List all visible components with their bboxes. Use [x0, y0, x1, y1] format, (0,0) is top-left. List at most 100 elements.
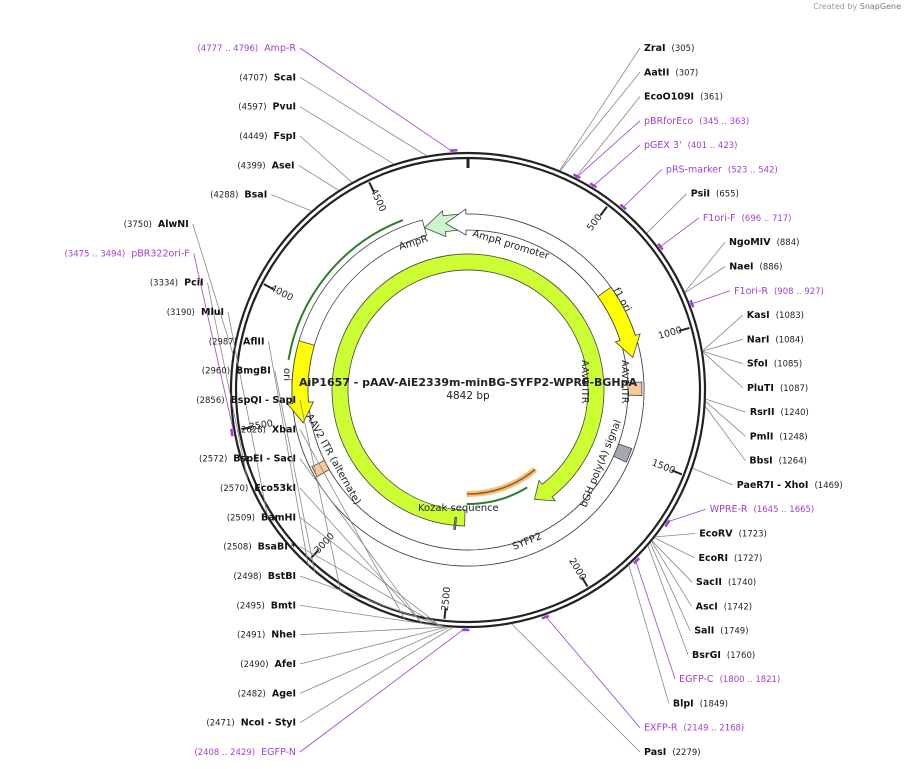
- site-exfp-r: EXFP-R(2149 .. 2168): [644, 723, 744, 734]
- tick-2000: [580, 576, 589, 588]
- leader-scai: [299, 76, 427, 156]
- tick-label-4000: 4000: [268, 283, 295, 304]
- leader-prs-marker: [621, 169, 663, 209]
- site-bmgbi: (2960)BmgBI: [202, 366, 271, 377]
- leader-egfp-n: [299, 627, 466, 753]
- leader-agei: [299, 626, 450, 694]
- tick-label-500: 500: [585, 212, 605, 233]
- site-afei: (2490)AfeI: [240, 659, 296, 670]
- leader-sacii: [651, 540, 693, 583]
- leader-kasi: [702, 314, 744, 352]
- site-bbsi: BbsI(1264): [749, 456, 807, 467]
- site-paer7i-xhoi: PaeR7I - XhoI(1469): [737, 480, 843, 491]
- site-pluti: PluTI(1087): [747, 383, 808, 394]
- site-nari: NarI(1084): [747, 334, 804, 345]
- site-pbrforeco: pBRforEco(345 .. 363): [644, 116, 749, 127]
- leader-bbsi: [705, 406, 746, 461]
- tick-label-2500: 2500: [440, 586, 453, 611]
- leader-ncoi-styi: [299, 627, 453, 724]
- site-psii: PsiI(655): [691, 189, 739, 200]
- site-pvui: (4597)PvuI: [238, 102, 296, 113]
- site-aflii: (2987)AflII: [209, 336, 265, 347]
- leader-zrai: [559, 47, 641, 171]
- site-egfp-c: EGFP-C(1800 .. 1821): [679, 674, 780, 685]
- leader-pmli: [705, 401, 746, 437]
- feature-bgh-poly-a-signal: [613, 443, 633, 463]
- leader-afei: [299, 626, 447, 665]
- tick-label-1500: 1500: [650, 457, 677, 476]
- site-amp-r: (4777 .. 4796)Amp-R: [197, 43, 296, 54]
- site-bsrgi: BsrGI(1760): [692, 650, 755, 661]
- site-f1ori-r: F1ori-R(908 .. 927): [734, 286, 824, 297]
- site-pasi: PasI(2279): [644, 747, 701, 758]
- leader-bamhi: [299, 517, 442, 627]
- site-bmti: (2495)BmtI: [237, 600, 296, 611]
- site-rsrii: RsrII(1240): [750, 407, 809, 418]
- leader-mlui: [227, 311, 269, 520]
- tick-label-3500: 3500: [248, 418, 274, 433]
- site-naei: NaeI(886): [729, 261, 782, 272]
- leader-ecoo109i: [575, 96, 641, 178]
- site-pgex-3: pGEX 3'(401 .. 423): [644, 140, 737, 151]
- leader-f1ori-r: [689, 290, 731, 305]
- primer-mark-pbrforeco: [573, 173, 581, 179]
- tick-label-2000: 2000: [566, 556, 588, 582]
- leader-bsai: [271, 194, 312, 212]
- site-bstbi: (2498)BstBI: [234, 571, 296, 582]
- leader-aatii: [560, 72, 641, 171]
- leader-asci: [651, 541, 692, 607]
- site-xbai: (2628)XbaI: [238, 424, 296, 435]
- feature-guide-line: [287, 219, 404, 360]
- leader-aflii: [268, 341, 309, 567]
- site-fspi: (4449)FspI: [239, 131, 296, 142]
- site-bsai: (4288)BsaI: [210, 190, 267, 201]
- leader-ecorv: [655, 533, 696, 538]
- site-labels: ZraI(305)AatII(307)EcoO109I(361)pBRforEc…: [65, 43, 843, 758]
- site-ncoi-styi: (2471)NcoI - StyI: [206, 718, 296, 729]
- tick-1500: [671, 469, 683, 476]
- leader-asei: [298, 164, 339, 191]
- leader-pvui: [299, 106, 394, 165]
- leader-nari: [702, 338, 743, 352]
- leader-sfoi: [702, 351, 743, 364]
- site-pcii: (3334)PciI: [150, 278, 204, 289]
- site-bamhi: (2509)BamHI: [227, 512, 296, 523]
- leader-exfp-r: [544, 615, 641, 728]
- leader-pbr322ori-f: [193, 253, 235, 433]
- tick-4500: [368, 181, 375, 193]
- feature-syfp2: [331, 253, 605, 527]
- tick-label-4500: 4500: [368, 187, 388, 214]
- site-prs-marker: pRS-marker(523 .. 542): [666, 164, 778, 175]
- site-sali: SalI(1749): [694, 626, 748, 637]
- leader-bsabi: [299, 546, 442, 627]
- tick-3000: [310, 549, 320, 559]
- feature-aav2-itr-alternate: [311, 459, 330, 478]
- leader-fspi: [299, 135, 353, 183]
- site-pmli: PmlI(1248): [750, 431, 808, 442]
- site-wpre-r: WPRE-R(1645 .. 1665): [710, 504, 814, 515]
- leader-eco53ki: [299, 487, 423, 624]
- primer-mark-pgex-3: [589, 182, 598, 189]
- leader-wpre-r: [665, 508, 706, 523]
- leader-xbai: [299, 429, 406, 620]
- feature-guide-line: [466, 486, 528, 505]
- primer-mark-exfp-r: [541, 614, 550, 620]
- site-ecoo109i: EcoO109I(361): [644, 92, 723, 103]
- leader-paer7i-xhoi: [692, 467, 733, 486]
- plasmid-name: AiP1657 - pAAV-AiE2339m-minBG-SYFP2-WPRE…: [299, 376, 638, 389]
- created-by-credit: Created by SnapGene: [813, 2, 901, 11]
- site-bsabi: (2508)BsaBI *: [223, 542, 296, 553]
- feature-ori: [286, 340, 315, 424]
- leader-psii: [646, 193, 688, 234]
- label-ori: ori: [281, 368, 292, 381]
- site-asci: AscI(1742): [696, 601, 752, 612]
- primer-mark-prs-marker: [619, 203, 627, 211]
- leader-pluti: [702, 351, 744, 389]
- site-egfp-n: (2408 .. 2429)EGFP-N: [194, 747, 296, 758]
- feature-guide-line: [466, 467, 538, 497]
- site-mlui: (3190)MluI: [167, 307, 224, 318]
- label-kozak: Kozak sequence: [418, 503, 499, 514]
- plasmid-size: 4842 bp: [446, 390, 490, 402]
- tick-500: [599, 206, 608, 217]
